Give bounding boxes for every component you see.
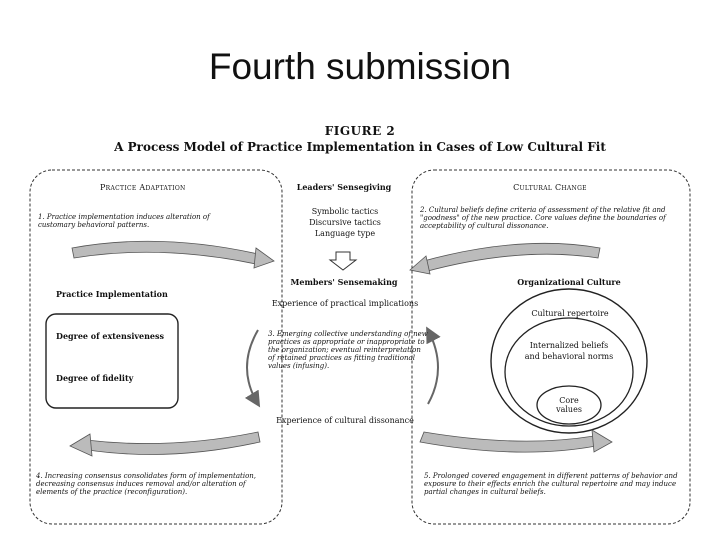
tactics-list: Symbolic tactics Discursive tactics Lang… xyxy=(290,206,400,239)
degree-of-extensiveness: Degree of extensiveness xyxy=(56,331,165,341)
note-5: 5. Prolonged covered engagement in diffe… xyxy=(424,472,678,496)
internalized-beliefs: Internalized beliefs and behavioral norm… xyxy=(524,341,614,361)
left-panel-border xyxy=(29,169,283,525)
core-values: Core values xyxy=(556,396,582,414)
cultural-change-heading: Cultural Change xyxy=(513,183,587,192)
bottom-left-curved-arrow xyxy=(85,431,261,455)
top-right-curved-arrow xyxy=(419,242,601,273)
figure-number: FIGURE 2 xyxy=(324,124,396,138)
practical-implications: Experience of practical implications xyxy=(271,299,419,308)
center-left-loop-arrow xyxy=(244,329,261,408)
note-3: 3. Emerging collective understanding of … xyxy=(268,330,428,370)
degree-of-fidelity: Degree of fidelity xyxy=(56,373,134,383)
organizational-culture-title: Organizational Culture xyxy=(517,277,621,287)
center-right-loop-arrow xyxy=(426,326,441,405)
top-left-curved-arrow xyxy=(71,240,259,265)
practice-adaptation-heading: Practice Adaptation xyxy=(100,183,186,192)
note-1: 1. Practice implementation induces alter… xyxy=(38,213,210,229)
note-2: 2. Cultural beliefs define criteria of a… xyxy=(420,206,666,230)
slide-title: Fourth submission xyxy=(208,46,512,87)
culture-middle-ellipse xyxy=(504,317,634,427)
leaders-sensegiving-heading: Leaders' Sensegiving xyxy=(296,182,392,192)
practice-items-box xyxy=(45,313,179,409)
culture-outer-ellipse xyxy=(490,288,648,434)
tactic-discursive: Discursive tactics xyxy=(309,218,381,227)
practice-implementation-title: Practice Implementation xyxy=(56,289,168,299)
cultural-repertoire: Cultural repertoire xyxy=(531,309,609,318)
sensegiving-down-arrow xyxy=(328,251,358,271)
right-panel-border xyxy=(411,169,691,525)
note-4: 4. Increasing consensus consolidates for… xyxy=(36,472,257,496)
culture-inner-ellipse xyxy=(536,385,602,425)
bottom-right-curved-arrow xyxy=(419,431,597,453)
members-sensemaking-heading: Members' Sensemaking xyxy=(290,277,398,287)
cultural-dissonance: Experience of cultural dissonance xyxy=(276,416,414,425)
tactic-language: Language type xyxy=(314,229,376,238)
tactic-symbolic: Symbolic tactics xyxy=(311,207,379,216)
figure-title: A Process Model of Practice Implementati… xyxy=(114,140,606,154)
